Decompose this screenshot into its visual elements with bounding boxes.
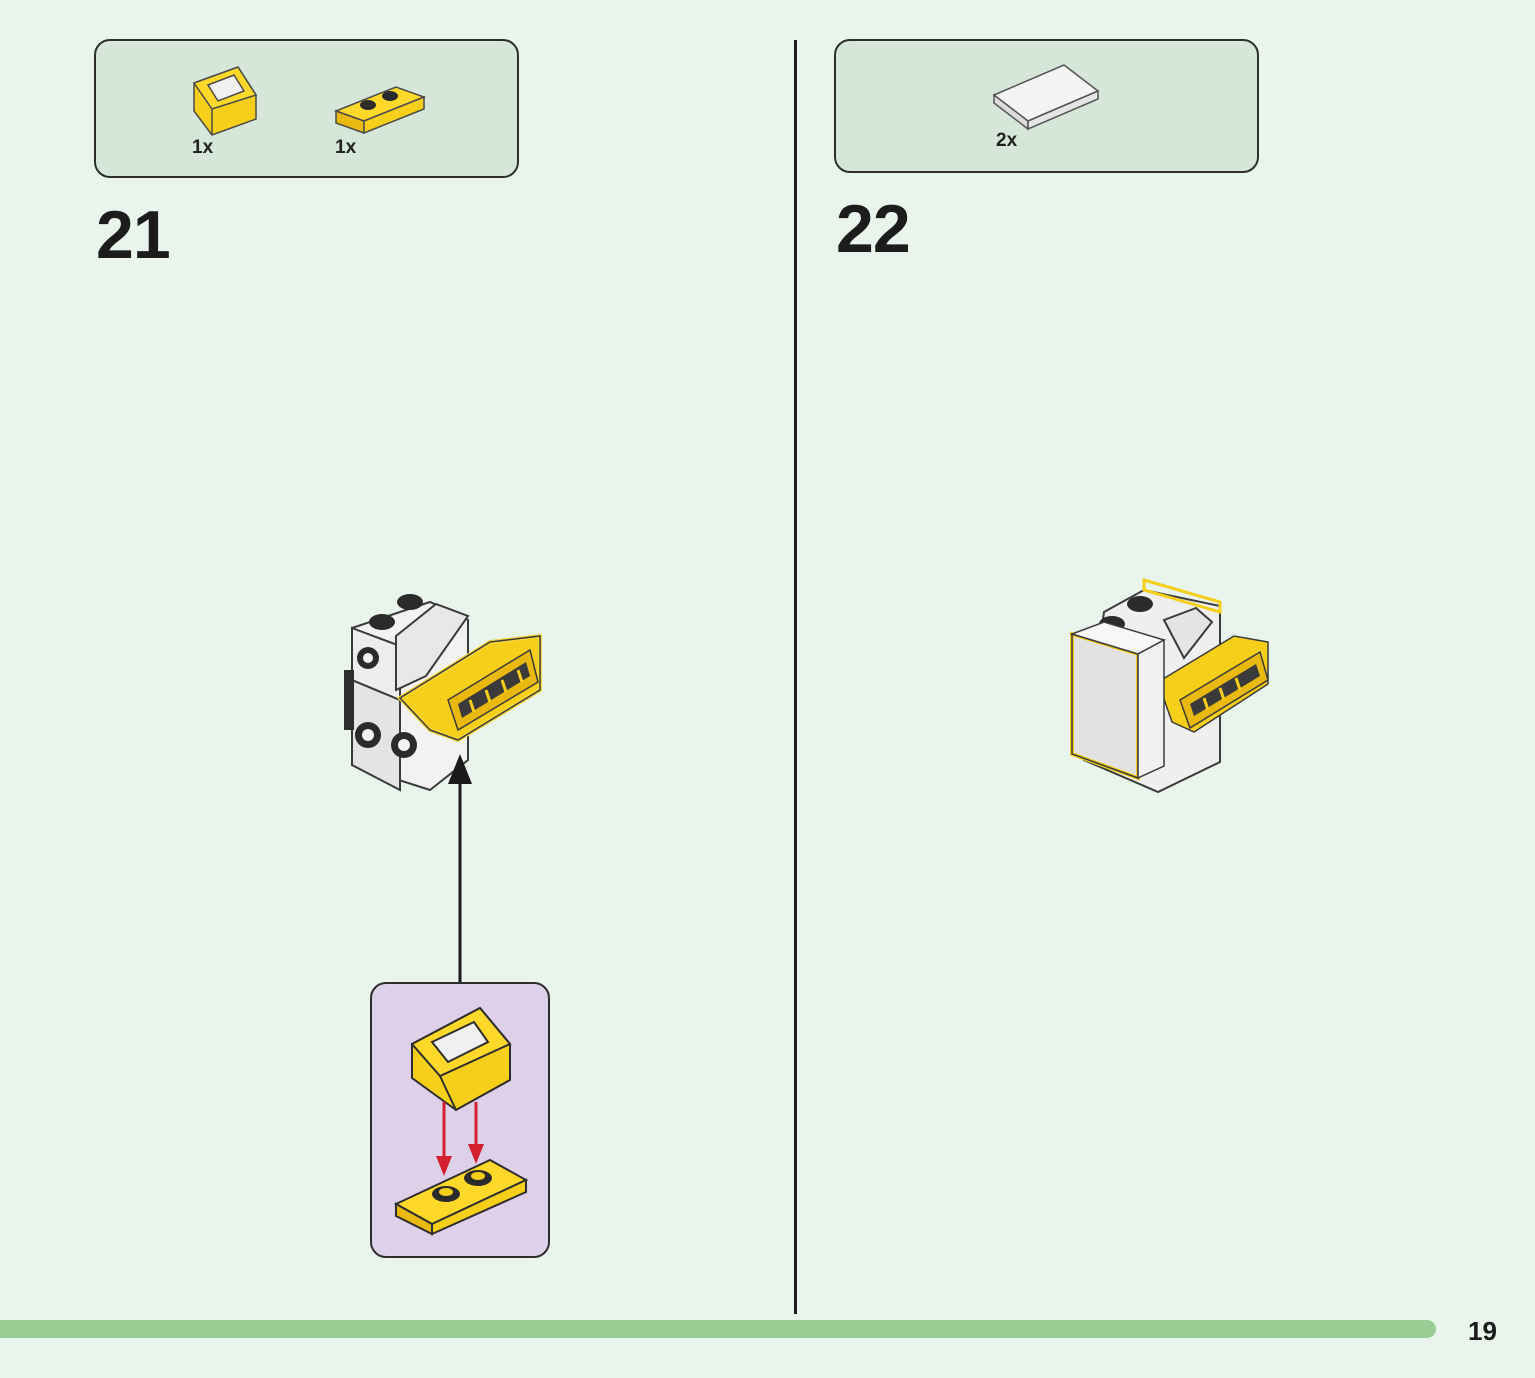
- progress-bar: [0, 1320, 1436, 1338]
- submodel-callout: [370, 982, 550, 1258]
- red-placement-arrows: [436, 1102, 484, 1176]
- page-number: 19: [1468, 1316, 1497, 1346]
- yellow-handle-tile-icon: [410, 1006, 512, 1112]
- step-number: 21: [96, 197, 171, 273]
- part-qty: 1x: [192, 137, 214, 158]
- yellow-jumper-plate-icon: [393, 1158, 529, 1236]
- step-22-model: [1069, 578, 1269, 794]
- yellow-jumper-plate-icon: [333, 86, 427, 135]
- yellow-handle-tile-icon: [192, 66, 258, 136]
- step-22-parts-box: 2x: [834, 39, 1259, 173]
- step-number: 22: [836, 191, 911, 267]
- step-divider: [794, 40, 797, 1314]
- part-qty: 1x: [335, 137, 357, 158]
- assembly-arrow: [448, 754, 472, 982]
- step-21-model: [344, 594, 542, 792]
- part-qty: 2x: [996, 130, 1018, 151]
- step-21-parts-box: 1x 1x: [94, 39, 519, 178]
- white-flat-tile-icon: [992, 64, 1100, 131]
